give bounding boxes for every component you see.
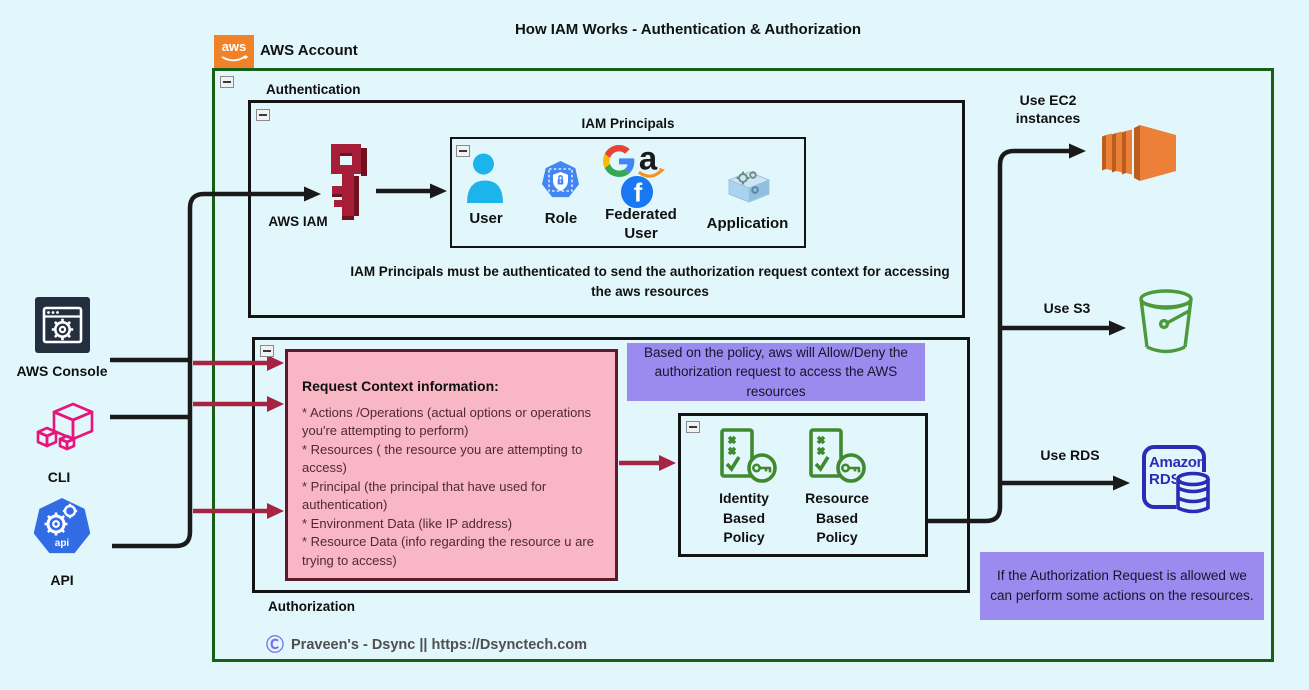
role-shield-lock-icon — [542, 161, 579, 198]
collapse-toggle-icon[interactable] — [456, 145, 470, 157]
policy-note: Based on the policy, aws will Allow/Deny… — [627, 343, 925, 401]
application-box-icon — [727, 171, 771, 203]
client-api-label: API — [50, 572, 74, 588]
iam-principals-box — [450, 137, 806, 248]
principal-role-label: Role — [544, 210, 578, 227]
google-icon — [603, 145, 635, 177]
minus-icon — [689, 426, 697, 428]
console-window-gear-icon — [35, 297, 90, 353]
amazon-icon: a — [637, 140, 666, 178]
facebook-icon: f — [620, 175, 654, 209]
client-aws-console-label: AWS Console — [16, 363, 108, 379]
user-icon — [467, 153, 503, 203]
collapse-toggle-icon[interactable] — [260, 345, 274, 357]
policies-box — [678, 413, 928, 557]
request-context-item: * Actions /Operations (actual options or… — [302, 405, 592, 439]
facebook-f-text: f — [634, 179, 643, 207]
minus-icon — [259, 114, 267, 116]
copyright-icon: Ⓒ — [266, 635, 284, 655]
request-context-item: * Resource Data (info regarding the reso… — [302, 534, 594, 568]
identity-policy-label: Identity Based Policy — [719, 490, 769, 546]
s3-bucket-icon — [1139, 289, 1193, 354]
request-context-box: Request Context information: * Actions /… — [285, 349, 618, 581]
rds-database-icon: Amazon RDS — [1142, 445, 1212, 517]
ec2-instances-icon — [1102, 125, 1176, 181]
amazon-a-text: a — [639, 140, 658, 176]
collapse-toggle-icon[interactable] — [256, 109, 270, 121]
collapse-toggle-icon[interactable] — [220, 76, 234, 88]
authorization-label: Authorization — [268, 599, 355, 614]
identity-policy-checklist-key-icon — [720, 428, 777, 483]
iam-principals-title: IAM Principals — [581, 116, 675, 131]
aws-iam-label: AWS IAM — [268, 214, 328, 229]
authentication-label: Authentication — [266, 82, 361, 97]
request-context-title: Request Context information: — [302, 378, 499, 394]
use-s3-label: Use S3 — [1043, 300, 1091, 316]
aws-logo-text: aws — [222, 39, 247, 54]
request-context-item: * Resources ( the resource you are attem… — [302, 441, 583, 476]
minus-icon — [263, 350, 271, 352]
result-note: If the Authorization Request is allowed … — [980, 552, 1264, 620]
aws-account-label: AWS Account — [260, 42, 358, 59]
collapse-toggle-icon[interactable] — [686, 421, 700, 433]
client-cli-label: CLI — [47, 469, 71, 485]
request-context-item: * Principal (the principal that have use… — [302, 478, 547, 513]
footer-text: Praveen's - Dsync || https://Dsynctech.c… — [291, 637, 588, 653]
aws-logo-icon: aws — [214, 35, 254, 68]
request-context-item: * Environment Data (like IP address) — [302, 515, 513, 531]
footer-copyright: Ⓒ Praveen's - Dsync || https://Dsynctech… — [266, 636, 587, 654]
rds-rds-text: RDS — [1149, 471, 1181, 488]
minus-icon — [459, 150, 467, 152]
api-icon-text: api — [55, 538, 70, 549]
principal-user-label: User — [469, 210, 503, 227]
cli-cubes-icon — [36, 402, 94, 451]
principal-federated-user-label: Federated User — [605, 206, 677, 242]
api-heptagon-gears-icon: api — [33, 498, 91, 554]
authentication-caption: IAM Principals must be authenticated to … — [350, 264, 950, 299]
minus-icon — [223, 81, 231, 83]
principal-application-label: Application — [706, 215, 789, 232]
resource-policy-checklist-key-icon — [809, 428, 866, 483]
use-ec2-label: Use EC2 instances — [1015, 92, 1081, 127]
use-rds-label: Use RDS — [1040, 447, 1100, 463]
page-title: How IAM Works - Authentication & Authori… — [514, 21, 862, 38]
rds-amazon-text: Amazon — [1149, 454, 1206, 471]
aws-iam-key-icon — [331, 144, 367, 220]
resource-policy-label: Resource Based Policy — [805, 490, 869, 546]
